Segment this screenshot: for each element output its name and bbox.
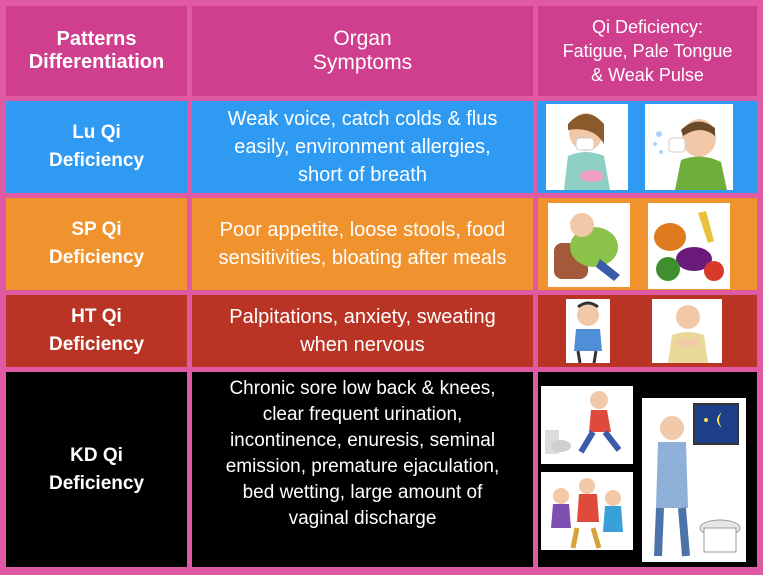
anxious-man-icon [566,299,610,363]
header-qi-deficiency-label: Qi Deficiency: Fatigue, Pale Tongue & We… [562,17,733,85]
man-at-toilet-night-icon [642,398,746,562]
row-kd-pattern-label: KD Qi Deficiency [48,444,145,494]
header-symptoms: Organ Symptoms [192,6,533,96]
row-lu-pattern: Lu Qi Deficiency [6,101,187,193]
row-sp-symptoms-label: Poor appetite, loose stools, food sensit… [218,219,507,269]
row-ht-symptoms-label: Palpitations, anxiety, sweating when ner… [229,306,496,356]
row-lu-symptoms-label: Weak voice, catch colds & flus easily, e… [227,108,498,186]
row-sp-symptoms: Poor appetite, loose stools, food sensit… [192,198,533,290]
row-ht-symptoms: Palpitations, anxiety, sweating when ner… [192,295,533,367]
row-sp-pattern-label: SP Qi Deficiency [48,219,145,268]
row-lu-symptoms: Weak voice, catch colds & flus easily, e… [192,101,533,193]
row-kd-symptoms-label: Chronic sore low back & knees, clear fre… [225,378,500,529]
row-kd-pattern: KD Qi Deficiency [6,372,187,567]
woman-sneezing-icon [546,104,628,190]
vegetables-icon [648,203,730,289]
row-ht-pattern: HT Qi Deficiency [6,295,187,367]
row-sp-pattern: SP Qi Deficiency [6,198,187,290]
row-ht-pattern-label: HT Qi Deficiency [48,306,145,355]
people-back-pain-icon [541,472,633,550]
man-blowing-nose-icon [645,104,733,190]
man-running-to-toilet-icon [541,386,633,464]
header-symptoms-label: Organ Symptoms [312,27,413,74]
header-qi-deficiency: Qi Deficiency: Fatigue, Pale Tongue & We… [538,6,757,96]
tired-man-on-chair-icon [548,203,630,287]
header-patterns: Patterns Differentiation [6,6,187,96]
row-lu-pattern-label: Lu Qi Deficiency [48,122,145,171]
header-patterns-label: Patterns Differentiation [28,28,165,73]
row-kd-symptoms: Chronic sore low back & knees, clear fre… [192,372,533,567]
man-chest-pain-icon [652,299,722,363]
